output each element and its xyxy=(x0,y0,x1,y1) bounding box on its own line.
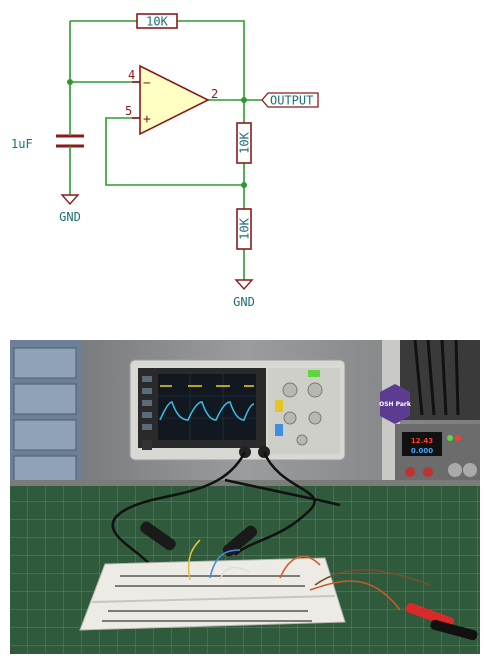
pin-number-inverting: 4 xyxy=(128,68,135,82)
resistor-divider-bottom xyxy=(236,208,252,250)
opamp-symbol xyxy=(139,64,210,136)
capacitor xyxy=(56,132,84,150)
pin-number-output: 2 xyxy=(211,87,218,101)
junction-dot xyxy=(67,79,73,85)
capacitor-value-label: 1uF xyxy=(11,137,33,151)
scope-trace-triangle xyxy=(159,401,255,421)
gnd-symbol-capacitor xyxy=(60,194,80,206)
gnd-label-divider: GND xyxy=(233,295,255,309)
psu-current-display: 0.000 xyxy=(411,447,433,455)
output-label-text: OUTPUT xyxy=(270,94,313,108)
opamp-plus-sign: + xyxy=(143,112,151,127)
junction-dot xyxy=(241,182,247,188)
pin-number-noninverting: 5 xyxy=(125,104,132,118)
wire-feedback-right xyxy=(177,20,245,100)
junction-dot xyxy=(241,97,247,103)
resistor-divider-top-label: 10K xyxy=(238,131,252,153)
resistor-feedback-label: 10K xyxy=(146,15,168,29)
wires xyxy=(69,20,262,280)
output-port-label xyxy=(261,92,319,108)
drawer-cabinet xyxy=(10,340,82,490)
oscilloscope-screen xyxy=(158,374,256,440)
resistor-feedback xyxy=(136,13,178,29)
probe-cables xyxy=(111,451,341,566)
oscilloscope xyxy=(129,359,346,461)
tool-rack xyxy=(400,340,480,420)
gnd-symbol-divider xyxy=(234,279,254,291)
breadboard-photo: OSH Park 12.43 0.000 xyxy=(10,340,480,654)
wire-noninverting-loop xyxy=(105,117,244,186)
resistor-divider-top xyxy=(236,122,252,164)
alligator-clips xyxy=(405,602,478,641)
junctions xyxy=(67,79,247,188)
power-supply: 12.43 0.000 xyxy=(395,424,480,490)
psu-voltage-display: 12.43 xyxy=(411,437,433,445)
osh-park-sticker-text: OSH Park xyxy=(379,401,412,408)
jumper-wires xyxy=(187,539,431,611)
gnd-label-capacitor: GND xyxy=(59,210,81,224)
opamp-minus-sign: − xyxy=(143,76,151,91)
schematic-diagram: 10K 10K 10K 1uF − + 4 5 2 OUTPUT GND GND xyxy=(11,13,319,309)
scope-probe xyxy=(140,521,258,557)
resistor-divider-bottom-label: 10K xyxy=(238,217,252,239)
osh-park-sticker: OSH Park xyxy=(379,384,412,424)
